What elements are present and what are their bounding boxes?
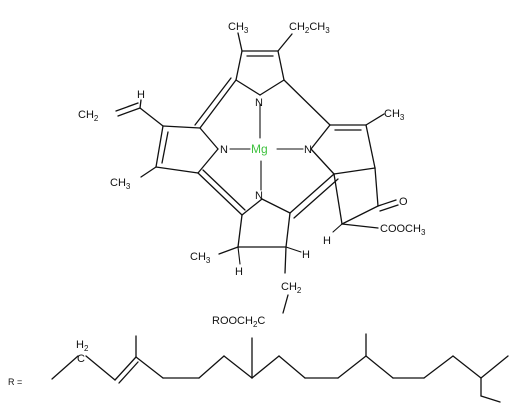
meso-bridges	[194, 77, 339, 219]
nitrogen-right: N	[304, 144, 312, 156]
left-pyrrole-ring	[115, 99, 219, 178]
vinyl-h-label: H	[137, 89, 145, 101]
ch2-label: CH2	[281, 281, 302, 295]
chain-c-label: C	[77, 353, 85, 365]
metal-label: Mg	[251, 142, 268, 156]
hydrogen-left-bottom: H	[235, 266, 243, 278]
propionate-chain	[282, 246, 289, 314]
methyl-label-right: CH3	[384, 108, 405, 122]
isocyclic-ring	[332, 167, 399, 233]
methyl-label-left: CH3	[110, 177, 131, 191]
methyl-label-bottom: CH3	[190, 251, 211, 265]
ester-label: COOCH3	[380, 223, 426, 237]
vinyl-ch2-label: CH2	[78, 109, 99, 123]
hydrogen-right-bottom: H	[302, 249, 310, 261]
top-pyrrole-ring	[235, 32, 293, 96]
r-label: R =	[8, 377, 22, 387]
nitrogen-bottom: N	[255, 190, 263, 202]
methyl-label-top: CH3	[228, 21, 249, 35]
ester-chain-label: ROOCH2C	[212, 315, 265, 329]
right-pyrrole-ring	[310, 113, 385, 175]
bottom-pyrrole-ring	[218, 198, 302, 265]
ketone-oxygen: O	[399, 196, 408, 208]
hydrogen-isocyclic: H	[323, 235, 331, 247]
metal-coordination	[229, 103, 304, 191]
nitrogen-top: N	[255, 97, 263, 109]
nitrogen-left: N	[220, 144, 228, 156]
ethyl-label: CH2CH3	[289, 21, 330, 35]
chain-h2-label: H2	[76, 339, 89, 353]
phytyl-chain	[51, 333, 509, 403]
